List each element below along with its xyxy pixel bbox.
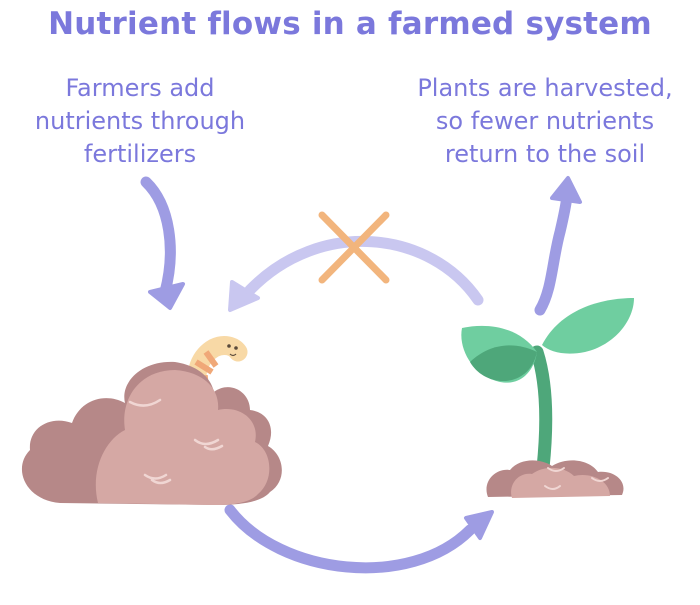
caption-fertilizers-line-2: nutrients through: [34, 107, 246, 135]
soil-mound-icon: [21, 361, 282, 505]
nutrient-return-arrow: [228, 235, 484, 312]
diagram-title: Nutrient flows in a farmed system: [48, 6, 652, 42]
caption-harvest-line-3: return to the soil: [444, 140, 646, 168]
caption-fertilizers-line-1: Farmers add: [65, 74, 215, 102]
cross-icon: [318, 211, 390, 284]
caption-harvest: Plants are harvested, so fewer nutrients…: [395, 72, 695, 171]
harvest-arrow: [534, 176, 582, 316]
nutrient-uptake-arrow: [224, 504, 494, 574]
fertilizer-arrow: [140, 176, 185, 310]
seedling-icon: [461, 298, 634, 498]
caption-fertilizers: Farmers add nutrients through fertilizer…: [0, 72, 280, 171]
caption-fertilizers-line-3: fertilizers: [83, 140, 197, 168]
caption-harvest-line-2: so fewer nutrients: [435, 107, 655, 135]
caption-harvest-line-1: Plants are harvested,: [417, 74, 673, 102]
